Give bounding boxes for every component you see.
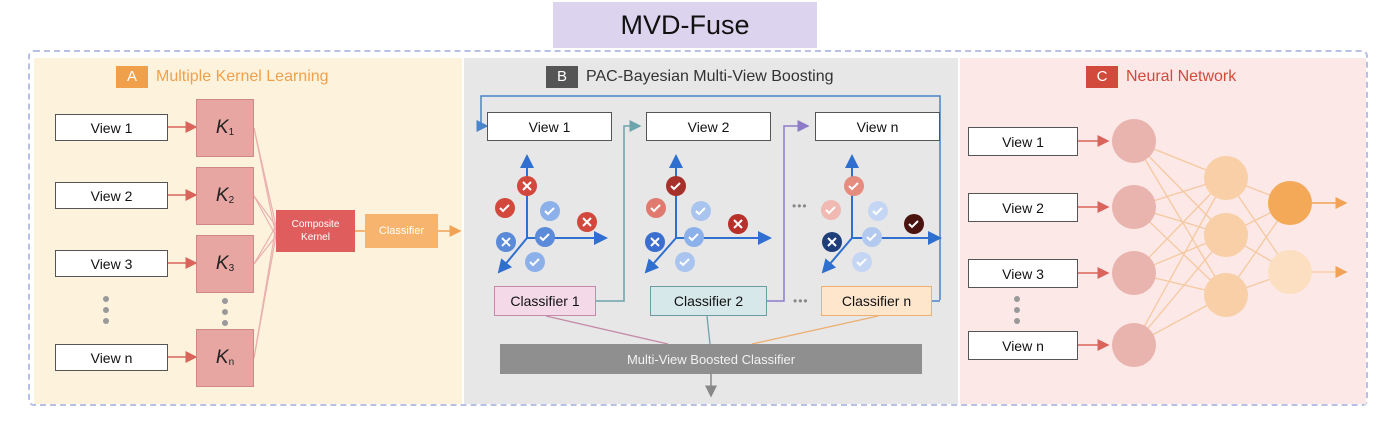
- nn-node: [1112, 323, 1156, 367]
- check-icon: [852, 252, 872, 272]
- view-1-box: View 1: [487, 112, 612, 141]
- composite-label-line2: Kernel: [301, 232, 330, 243]
- nn-input-layer: [1112, 119, 1156, 367]
- panel-c-header: C Neural Network: [1086, 66, 1236, 88]
- panel-a-header: A Multiple Kernel Learning: [116, 66, 329, 88]
- view-1-box: View 1: [968, 127, 1078, 156]
- nn-hidden-layer: [1204, 156, 1248, 317]
- panel-a-badge: A: [116, 66, 148, 88]
- feedback-loop-arrow: [476, 95, 941, 300]
- view-2-box: View 2: [646, 112, 771, 141]
- view-3-box: View 3: [968, 259, 1078, 288]
- check-icon: [646, 198, 666, 218]
- nn-node: [1112, 251, 1156, 295]
- check-icon: [684, 227, 704, 247]
- nn-node: [1112, 185, 1156, 229]
- kernel-to-composite-lines: [253, 127, 277, 359]
- check-icon: [675, 252, 695, 272]
- classifier2-to-viewn-arrow: [767, 120, 810, 302]
- panel-b-title: PAC-Bayesian Multi-View Boosting: [586, 68, 834, 85]
- check-icon: [691, 201, 711, 221]
- panel-c-title: Neural Network: [1126, 68, 1237, 85]
- close-icon: [496, 232, 516, 252]
- classifier-box: Classifier: [365, 214, 438, 248]
- horizontal-ellipsis: •••: [792, 199, 808, 213]
- classifier1-to-view2-arrow: [596, 120, 642, 302]
- view-3-box: View 3: [55, 250, 168, 277]
- view-n-box: View n: [55, 344, 168, 371]
- panel-b-badge: B: [546, 66, 578, 88]
- check-icon: [862, 227, 882, 247]
- classifiern-to-boosted-line: [751, 315, 879, 345]
- vertical-ellipsis: [102, 296, 110, 329]
- scatter-plot-view1: [495, 154, 608, 274]
- panel-a-title: Multiple Kernel Learning: [156, 68, 329, 85]
- check-icon: [540, 201, 560, 221]
- nn-node: [1204, 156, 1248, 200]
- composite-kernel-box: Composite Kernel: [276, 210, 355, 252]
- scatter-plot-view2: [644, 154, 772, 274]
- vertical-ellipsis: [1013, 296, 1021, 329]
- check-icon: [868, 201, 888, 221]
- panel-c-badge: C: [1086, 66, 1118, 88]
- vertical-ellipsis: [221, 298, 229, 331]
- check-icon: [525, 252, 545, 272]
- nn-node: [1204, 213, 1248, 257]
- scatter-plot-viewn: [821, 154, 942, 274]
- view-2-box: View 2: [968, 193, 1078, 222]
- check-icon: [495, 198, 515, 218]
- check-icon: [844, 176, 864, 196]
- multi-view-boosted-classifier: Multi-View Boosted Classifier: [500, 344, 922, 374]
- nn-node: [1268, 250, 1312, 294]
- view-n-box: View n: [815, 112, 940, 141]
- check-icon: [535, 227, 555, 247]
- composite-label-line1: Composite: [291, 219, 340, 230]
- view-1-box: View 1: [55, 114, 168, 141]
- close-icon: [577, 212, 597, 232]
- view-2-box: View 2: [55, 182, 168, 209]
- horizontal-ellipsis: •••: [793, 294, 809, 308]
- panel-c-input-arrows: [1078, 135, 1110, 351]
- panel-a-connectors: [168, 121, 198, 363]
- classifier1-to-boosted-line: [545, 315, 669, 345]
- nn-output-layer: [1268, 181, 1312, 294]
- close-icon: [517, 176, 537, 196]
- classifier-n-box: Classifier n: [821, 286, 932, 316]
- check-icon: [821, 200, 841, 220]
- nn-node: [1204, 273, 1248, 317]
- classifier-2-box: Classifier 2: [650, 286, 767, 316]
- nn-node: [1112, 119, 1156, 163]
- close-icon: [728, 214, 748, 234]
- classifier-1-box: Classifier 1: [494, 286, 596, 316]
- close-icon: [822, 232, 842, 252]
- check-icon: [904, 214, 924, 234]
- close-icon: [645, 232, 665, 252]
- check-icon: [666, 176, 686, 196]
- classifier2-to-boosted-line: [706, 315, 711, 345]
- nn-node: [1268, 181, 1312, 225]
- outer-dashed-border: [28, 50, 1368, 406]
- diagram-title: MVD-Fuse: [553, 2, 817, 48]
- panel-b-header: B PAC-Bayesian Multi-View Boosting: [546, 66, 834, 88]
- view-n-box: View n: [968, 331, 1078, 360]
